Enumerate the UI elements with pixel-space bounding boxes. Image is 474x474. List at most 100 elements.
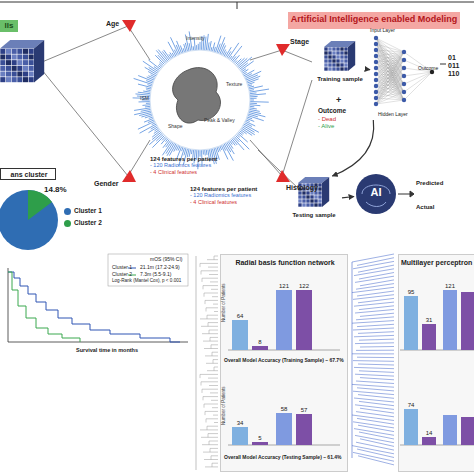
flow-arrow: [368, 69, 370, 70]
voxel: [318, 199, 321, 202]
spike: [191, 149, 193, 154]
legend-swatch: [64, 208, 71, 215]
text-label: - 120 Radiomics features: [150, 163, 211, 169]
voxel: [332, 63, 335, 66]
text-label: 124 features per patient: [190, 186, 257, 192]
spike: [238, 58, 248, 67]
voxel: [29, 66, 34, 71]
node-text: Hidden Layer: [378, 112, 428, 117]
axis-title: Number of Patients: [222, 283, 227, 322]
voxel: [332, 67, 335, 70]
spike: [248, 86, 254, 87]
cube-side: [348, 41, 355, 71]
spike: [189, 31, 192, 50]
voxel: [344, 51, 347, 54]
voxel: [324, 51, 327, 54]
spike: [200, 42, 201, 50]
spike: [147, 77, 154, 80]
ai-brain: AI: [354, 172, 398, 216]
spike: [205, 37, 206, 51]
voxel: [12, 60, 17, 65]
section-header: Artificial Intelligence enabled Modeling: [288, 12, 460, 29]
voxel: [29, 71, 34, 76]
spike: [149, 117, 153, 119]
text-label: Histology: [286, 184, 318, 191]
voxel: [6, 49, 11, 54]
spike: [220, 146, 222, 150]
voxel: [344, 63, 347, 66]
voxel: [0, 49, 5, 54]
spike: [248, 85, 252, 86]
bar-charts: [228, 290, 474, 445]
voxel: [332, 47, 335, 50]
voxel: [302, 191, 305, 194]
text-label: mOS (95% CI): [150, 257, 183, 262]
spike: [198, 44, 199, 50]
clinical-triangles: [122, 20, 290, 182]
cube-side: [34, 40, 44, 83]
legend-text: Cluster 2: [74, 220, 102, 227]
radiomics-spikes: [133, 31, 269, 169]
spike: [134, 78, 153, 84]
voxel: [0, 77, 5, 82]
value-label: 5: [258, 435, 261, 441]
spike: [228, 43, 239, 59]
voxel: [12, 54, 17, 59]
voxel: [6, 60, 11, 65]
spike: [138, 76, 153, 82]
spike: [250, 94, 266, 96]
voxel: [314, 191, 317, 194]
spike: [176, 45, 180, 54]
spike: [223, 50, 226, 56]
voxel: [306, 191, 309, 194]
spike: [250, 104, 261, 106]
spike: [250, 98, 257, 99]
spike: [134, 111, 151, 115]
spike: [154, 129, 160, 133]
node-text: ans cluster: [1, 171, 57, 178]
spike: [217, 147, 219, 152]
spike: [143, 91, 150, 92]
voxel: [340, 63, 343, 66]
spike: [242, 69, 248, 73]
text-label: +: [336, 96, 341, 105]
voxel: [328, 51, 331, 54]
panel-background: [220, 254, 348, 472]
voxel: [302, 199, 305, 202]
voxel: [332, 59, 335, 62]
voxel: [340, 47, 343, 50]
cube-side: [322, 177, 329, 207]
binary-arrow: [440, 64, 446, 65]
spike: [146, 88, 151, 89]
spike: [245, 74, 252, 78]
spike: [247, 79, 259, 83]
voxel: [336, 55, 339, 58]
spike: [152, 135, 164, 147]
spike: [138, 121, 155, 129]
voxel: [340, 51, 343, 54]
text-label: Survival time in months: [76, 348, 138, 354]
voxel: [310, 203, 313, 206]
voxel: [340, 55, 343, 58]
voxel: [324, 47, 327, 50]
text-label: ISM: [140, 96, 149, 101]
panel-background: [398, 254, 474, 472]
spike: [206, 150, 208, 155]
voxel: [29, 49, 34, 54]
voxel: [23, 66, 28, 71]
voxel: [306, 195, 309, 198]
result-panel: Multilayer perceptron: [398, 254, 474, 472]
voxel: [12, 77, 17, 82]
spike: [246, 118, 254, 121]
legend-swatch: [64, 220, 71, 227]
node-text: Multilayer perceptron: [401, 259, 474, 266]
spike: [154, 67, 160, 71]
legend-text: Cluster 1: [74, 208, 102, 215]
value-label: 95: [408, 289, 415, 295]
spike: [214, 47, 215, 52]
text-label: Age: [106, 20, 119, 27]
voxel: [12, 71, 17, 76]
text-label: Shape: [168, 124, 182, 129]
voxel: [318, 195, 321, 198]
spike: [217, 44, 220, 53]
